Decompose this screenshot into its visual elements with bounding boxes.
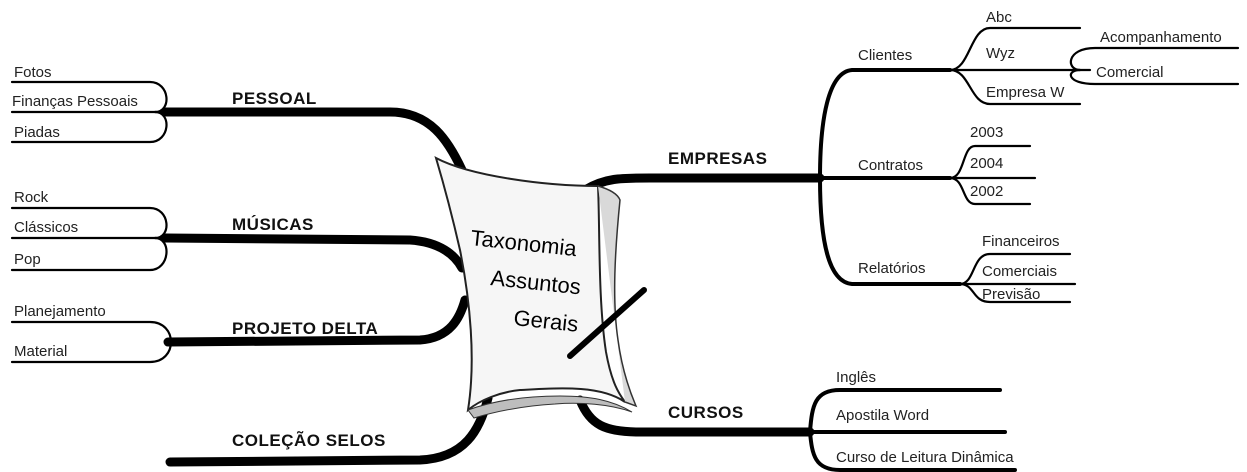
projeto-item-material: Material (14, 343, 67, 360)
clientes-label: Clientes (858, 47, 912, 64)
paper-page-edge (597, 185, 638, 408)
pen-icon (567, 287, 647, 359)
contratos-label: Contratos (858, 157, 923, 174)
contratos-item-2004: 2004 (970, 155, 1003, 172)
contratos-2003-line (948, 144, 1032, 180)
clientes-empresaw-line (948, 68, 1082, 106)
pessoal-item-piadas: Piadas (14, 124, 60, 141)
selos-main-line (165, 393, 493, 467)
center-node: Taxonomia Assuntos Gerais (434, 156, 647, 419)
clientes-abc-line (948, 26, 1082, 72)
musicas-item-pop: Pop (14, 251, 41, 268)
clientes-item-empresa-w: Empresa W (986, 84, 1065, 101)
musicas-pop-line (10, 236, 168, 272)
clientes-item-abc: Abc (986, 9, 1012, 26)
branch-pessoal: Fotos Finanças Pessoais Piadas PESSOAL (10, 64, 467, 175)
empresas-label: EMPRESAS (668, 149, 767, 168)
wyz-item-acompanhamento: Acompanhamento (1100, 29, 1222, 46)
wyz-item-comercial: Comercial (1096, 64, 1164, 81)
empresas-main-line (580, 173, 825, 195)
branch-empresas: EMPRESAS Clientes Abc Wyz Empresa W Acom… (580, 9, 1240, 304)
wyz-comercial-line (1069, 68, 1240, 86)
projeto-main-line (163, 295, 470, 347)
projeto-item-planejamento: Planejamento (14, 303, 106, 320)
branch-projeto-delta: Planejamento Material PROJETO DELTA (10, 295, 470, 364)
branch-colecao-selos: COLEÇÃO SELOS (165, 393, 493, 467)
pessoal-item-financas: Finanças Pessoais (12, 93, 138, 110)
pessoal-main-line (160, 107, 467, 175)
selos-label: COLEÇÃO SELOS (232, 430, 386, 450)
projeto-label: PROJETO DELTA (232, 319, 378, 338)
wyz-acompanhamento-line (1069, 46, 1240, 72)
cursos-label: CURSOS (668, 403, 744, 422)
musicas-item-rock: Rock (14, 189, 49, 206)
musicas-main-line (160, 233, 467, 273)
branch-cursos: CURSOS Inglês Apostila Word Curso de Lei… (575, 369, 1017, 472)
cursos-ingles-line (808, 388, 1002, 434)
cursos-main-line (575, 395, 815, 437)
empresas-relatorios-line (818, 176, 962, 286)
pessoal-piadas-line (10, 110, 168, 144)
relatorios-item-financeiros: Financeiros (982, 233, 1060, 250)
cursos-item-apostila-word: Apostila Word (836, 407, 929, 424)
contratos-item-2002: 2002 (970, 183, 1003, 200)
branch-musicas: Rock Clássicos Pop MÚSICAS (10, 189, 467, 273)
pessoal-label: PESSOAL (232, 89, 317, 108)
cursos-leitura-line (808, 430, 1017, 472)
contratos-item-2003: 2003 (970, 124, 1003, 141)
clientes-item-wyz: Wyz (986, 45, 1015, 62)
relatorios-item-previsao: Previsão (982, 286, 1040, 303)
cursos-item-leitura-dinamica: Curso de Leitura Dinâmica (836, 449, 1014, 466)
musicas-label: MÚSICAS (232, 215, 314, 234)
contratos-2002-line (948, 176, 1032, 206)
pessoal-item-fotos: Fotos (14, 64, 52, 81)
relatorios-label: Relatórios (858, 260, 926, 277)
musicas-item-classicos: Clássicos (14, 219, 78, 236)
relatorios-previsao-line (958, 282, 1072, 304)
cursos-item-ingles: Inglês (836, 369, 876, 386)
paper-bottom-curl (467, 395, 633, 419)
empresas-clientes-line (818, 68, 952, 180)
relatorios-item-comerciais: Comerciais (982, 263, 1057, 280)
